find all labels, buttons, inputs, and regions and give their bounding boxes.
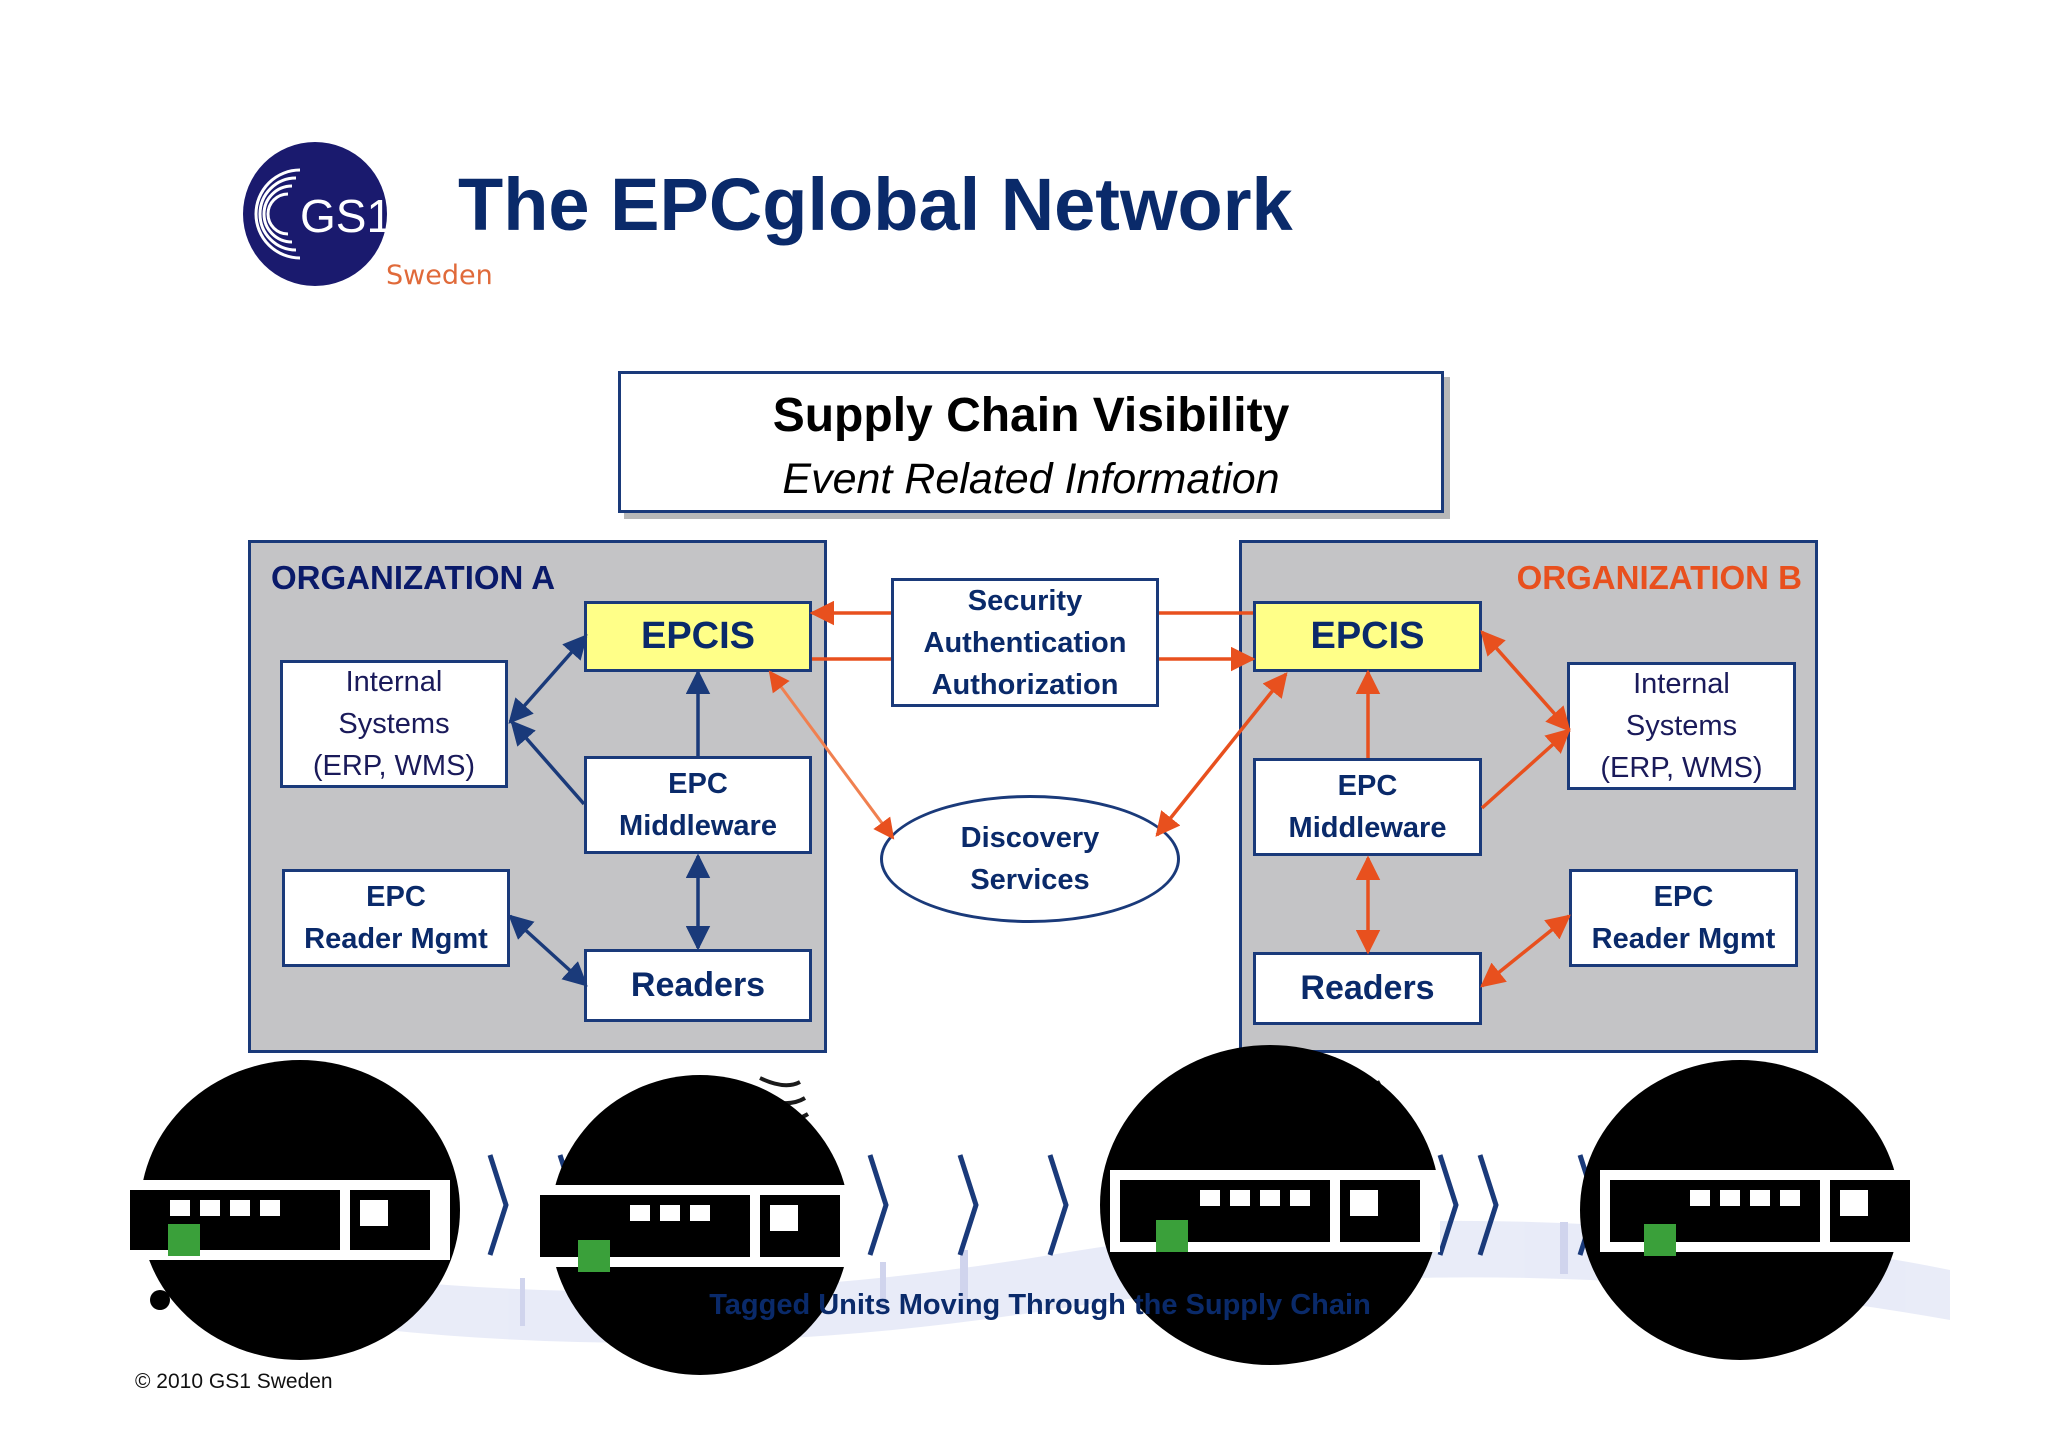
security-line-3: Authorization bbox=[931, 668, 1119, 701]
organization-a-label: ORGANIZATION A bbox=[271, 559, 556, 596]
org-b-reader-mgmt-line-1: EPC bbox=[1653, 881, 1714, 913]
org-b-reader-mgmt-box: EPC Reader Mgmt bbox=[1569, 869, 1798, 967]
truck-icon-1 bbox=[120, 1060, 460, 1360]
org-b-middleware-line-1: EPC bbox=[1337, 770, 1398, 802]
org-a-middleware-box: EPC Middleware bbox=[584, 756, 812, 854]
org-b-readers-box: Readers bbox=[1253, 952, 1482, 1025]
org-a-epcis-box: EPCIS bbox=[584, 601, 812, 672]
org-a-middleware-line-1: EPC bbox=[668, 768, 728, 800]
org-a-reader-mgmt-box: EPC Reader Mgmt bbox=[282, 869, 510, 967]
organization-b-label: ORGANIZATION B bbox=[1516, 559, 1802, 596]
org-b-middleware-box: EPC Middleware bbox=[1253, 758, 1482, 856]
org-a-reader-mgmt-line-2: Reader Mgmt bbox=[304, 923, 488, 955]
org-b-internal-line-3: (ERP, WMS) bbox=[1600, 752, 1763, 784]
rfid-signal-icon bbox=[751, 1076, 1389, 1123]
org-a-internal-line-2: Systems bbox=[338, 708, 450, 740]
org-b-internal-systems-box: Internal Systems (ERP, WMS) bbox=[1567, 662, 1796, 790]
org-a-internal-line-1: Internal bbox=[345, 666, 443, 698]
org-b-middleware-line-2: Middleware bbox=[1288, 812, 1447, 844]
security-line-1: Security bbox=[967, 584, 1083, 617]
security-line-2: Authentication bbox=[923, 626, 1127, 659]
chevron-icon bbox=[437, 1154, 1599, 1256]
org-a-epcis-label: EPCIS bbox=[640, 615, 756, 657]
supply-chain-caption: Tagged Units Moving Through the Supply C… bbox=[709, 1289, 1371, 1321]
logo-sweden-text: Sweden bbox=[386, 260, 493, 291]
truck-icon-4 bbox=[1580, 1060, 1930, 1360]
org-b-epcis-label: EPCIS bbox=[1310, 615, 1425, 657]
org-a-middleware-line-2: Middleware bbox=[619, 810, 777, 842]
truck-icon-2 bbox=[530, 1075, 860, 1375]
org-a-reader-mgmt-line-1: EPC bbox=[366, 881, 426, 913]
org-a-readers-label: Readers bbox=[630, 966, 766, 1004]
discovery-line-2: Services bbox=[970, 864, 1090, 896]
org-b-internal-line-2: Systems bbox=[1625, 710, 1738, 742]
page-title: The EPCglobal Network bbox=[458, 163, 1293, 246]
visibility-box: Supply Chain Visibility Event Related In… bbox=[618, 371, 1444, 513]
org-a-internal-systems-box: Internal Systems (ERP, WMS) bbox=[280, 660, 508, 788]
org-b-epcis-box: EPCIS bbox=[1253, 601, 1482, 672]
org-b-internal-line-1: Internal bbox=[1633, 668, 1730, 700]
copyright-text: © 2010 GS1 Sweden bbox=[135, 1370, 333, 1393]
discovery-line-1: Discovery bbox=[960, 822, 1100, 854]
security-box: Security Authentication Authorization bbox=[891, 578, 1159, 707]
visibility-subtitle: Event Related Information bbox=[782, 455, 1280, 503]
visibility-title: Supply Chain Visibility bbox=[772, 389, 1290, 442]
org-b-readers-label: Readers bbox=[1300, 969, 1435, 1007]
org-a-readers-box: Readers bbox=[584, 949, 812, 1022]
org-b-reader-mgmt-line-2: Reader Mgmt bbox=[1591, 923, 1776, 955]
discovery-services-ellipse: Discovery Services bbox=[880, 795, 1180, 923]
org-a-internal-line-3: (ERP, WMS) bbox=[312, 750, 476, 782]
logo-mark: GS1 bbox=[300, 190, 392, 242]
